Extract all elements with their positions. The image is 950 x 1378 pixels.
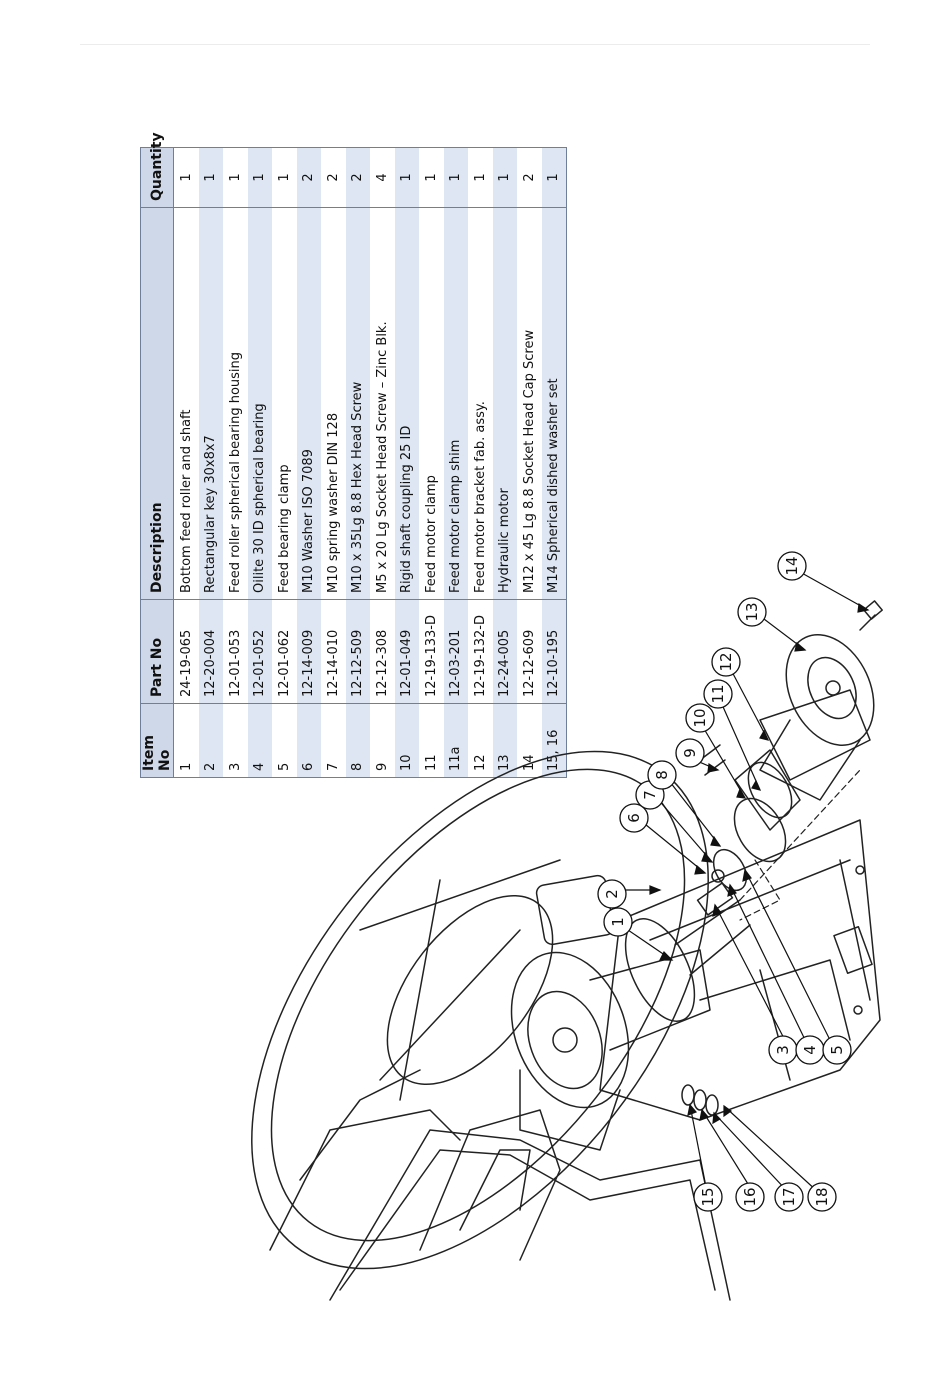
balloon-label: 8 [653,770,671,780]
balloon-circle [693,1182,723,1212]
balloon-circle [603,907,633,937]
balloon-label: 7 [641,790,659,800]
balloon-label: 15 [699,1187,717,1206]
balloon-label: 12 [717,652,735,671]
balloon-label: 14 [783,556,801,575]
balloon-circle [822,1035,852,1065]
balloon-circle [711,647,741,677]
assembly-centre-lines [739,769,861,921]
balloon-circle [647,760,677,790]
feed-roller-shaft [624,882,751,1022]
balloon-circle [675,738,705,768]
balloon-circle [597,879,627,909]
balloon-label: 16 [741,1187,759,1206]
bearing-housing [711,797,787,892]
balloon-circle [685,703,715,733]
balloon-circle [777,551,807,581]
balloon-label: 5 [828,1045,846,1055]
balloon-label: 18 [813,1187,831,1206]
balloon-circle [703,679,733,709]
balloon-circle [619,803,649,833]
balloon-label: 3 [774,1045,792,1055]
mounted-motor [510,874,711,1151]
page-top-rule [80,44,870,45]
hydraulic-motor [759,634,875,801]
balloon-circle [807,1182,837,1212]
balloon-label: 9 [681,748,699,758]
balloon-circle [737,597,767,627]
balloon-label: 11 [709,684,727,703]
balloon-label: 2 [603,889,621,899]
balloon-circle [735,1182,765,1212]
balloon-label: 4 [801,1045,819,1055]
balloon-circle [774,1182,804,1212]
main-frame [269,819,881,1301]
washer-set [681,1084,719,1116]
balloon-label: 1 [609,917,627,927]
motor-bracket [734,689,871,831]
leader-lines [610,571,870,1193]
feed-wheel [251,750,709,1270]
balloon-label: 13 [743,602,761,621]
balloon-label: 10 [691,708,709,727]
balloon-label: 17 [780,1187,798,1206]
balloon-label: 6 [625,813,643,823]
